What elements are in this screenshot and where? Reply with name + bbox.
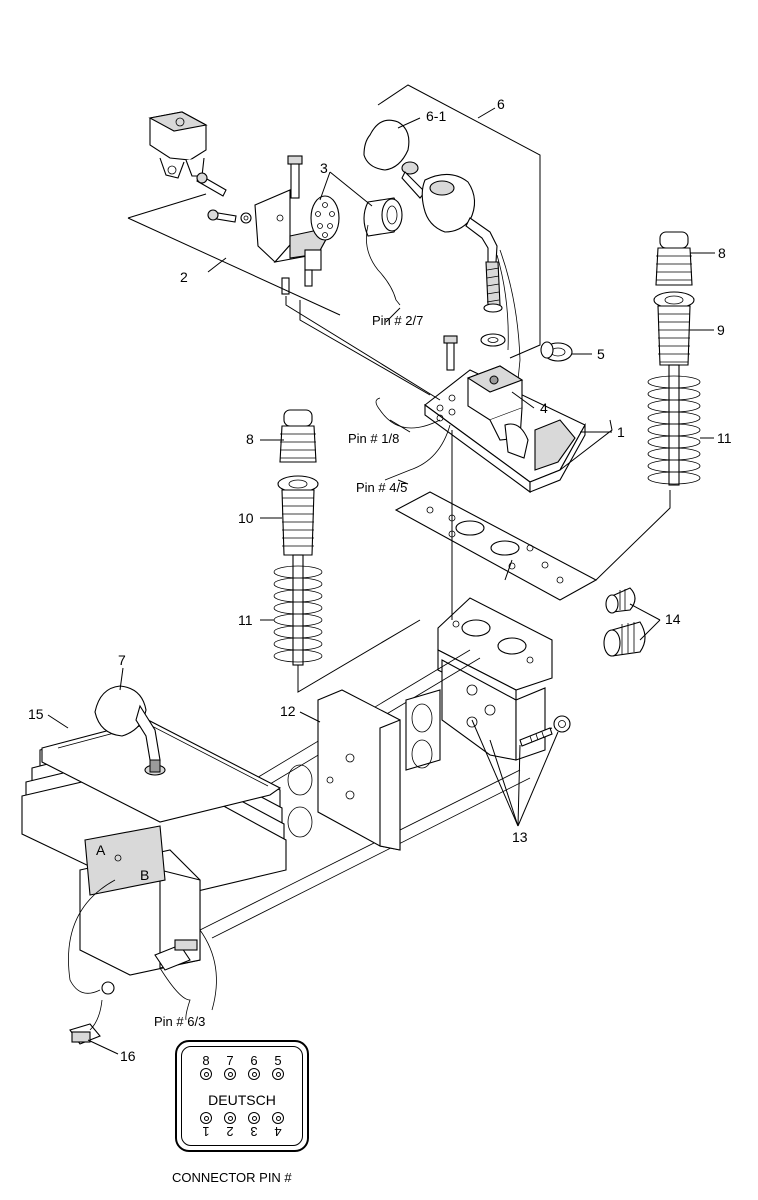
callout-3: 3 xyxy=(320,160,328,176)
fittings-part-14 xyxy=(603,587,646,657)
connector-pin: 4 xyxy=(271,1112,285,1139)
pin-label-1-8: Pin # 1/8 xyxy=(348,431,399,446)
connector-caption: CONNECTOR PIN # xyxy=(172,1170,292,1185)
pin-label-6-3: Pin # 6/3 xyxy=(154,1014,205,1029)
pin-labels: Pin # 2/7 Pin # 1/8 Pin # 4/5 Pin # 6/3 xyxy=(154,313,423,1029)
svg-text:A: A xyxy=(96,842,106,858)
callout-10: 10 xyxy=(238,510,254,526)
connector-bottom-row: 1 2 3 4 xyxy=(177,1112,307,1139)
spring-stack-right xyxy=(647,231,701,486)
callout-1: 1 xyxy=(617,424,625,440)
callout-13: 13 xyxy=(512,829,528,845)
callout-leaders xyxy=(47,107,715,1055)
connector-type: DEUTSCH xyxy=(208,1092,276,1108)
callout-4: 4 xyxy=(540,400,548,416)
svg-text:B: B xyxy=(140,867,149,883)
callout-9: 9 xyxy=(717,322,725,338)
callout-8-left: 8 xyxy=(246,431,254,447)
callout-11-left: 11 xyxy=(238,612,253,628)
callout-5: 5 xyxy=(597,346,605,362)
callout-2: 2 xyxy=(180,269,188,285)
callout-11-right: 11 xyxy=(717,430,732,446)
coil-part-3 xyxy=(310,195,403,306)
connector-pin: 1 xyxy=(199,1112,213,1139)
connector-pin: 2 xyxy=(223,1112,237,1139)
callout-8-right: 8 xyxy=(718,245,726,261)
callout-14: 14 xyxy=(665,611,681,627)
callout-6: 6 xyxy=(497,96,505,112)
callout-7: 7 xyxy=(118,652,126,668)
screw xyxy=(443,335,458,371)
spacer-plate-part-12 xyxy=(287,689,441,851)
pin-label-4-5: Pin # 4/5 xyxy=(356,480,407,495)
pin-label-2-7: Pin # 2/7 xyxy=(372,313,423,328)
connector-pin: 8 xyxy=(199,1054,213,1080)
connector-pin: 7 xyxy=(223,1054,237,1080)
grommet-part-5 xyxy=(540,341,573,362)
connector-pin-diagram: 8 7 6 5 DEUTSCH 1 2 3 4 xyxy=(175,1040,309,1152)
connector-inner-frame xyxy=(181,1046,303,1146)
base-plate-part-1 xyxy=(375,365,586,494)
handle-assembly-part-6 xyxy=(363,119,521,381)
connector-pin: 5 xyxy=(271,1054,285,1080)
joystick-boot-part-15: A B xyxy=(21,685,287,1045)
callout-numbers: 1 2 3 4 5 6 6-1 7 8 8 9 10 11 11 12 13 1… xyxy=(28,96,732,1064)
callout-16: 16 xyxy=(120,1048,136,1064)
rods-part-13 xyxy=(519,715,571,747)
spring-stack-left xyxy=(273,409,323,666)
connector-pin: 3 xyxy=(247,1112,261,1139)
callout-12: 12 xyxy=(280,703,296,719)
bracket-assembly-part-2 xyxy=(148,111,332,295)
gasket-plate xyxy=(394,491,598,601)
callout-6-1: 6-1 xyxy=(426,108,446,124)
valve-body xyxy=(437,597,553,761)
connector-pin: 6 xyxy=(247,1054,261,1080)
connector-top-row: 8 7 6 5 xyxy=(177,1054,307,1080)
callout-15: 15 xyxy=(28,706,44,722)
